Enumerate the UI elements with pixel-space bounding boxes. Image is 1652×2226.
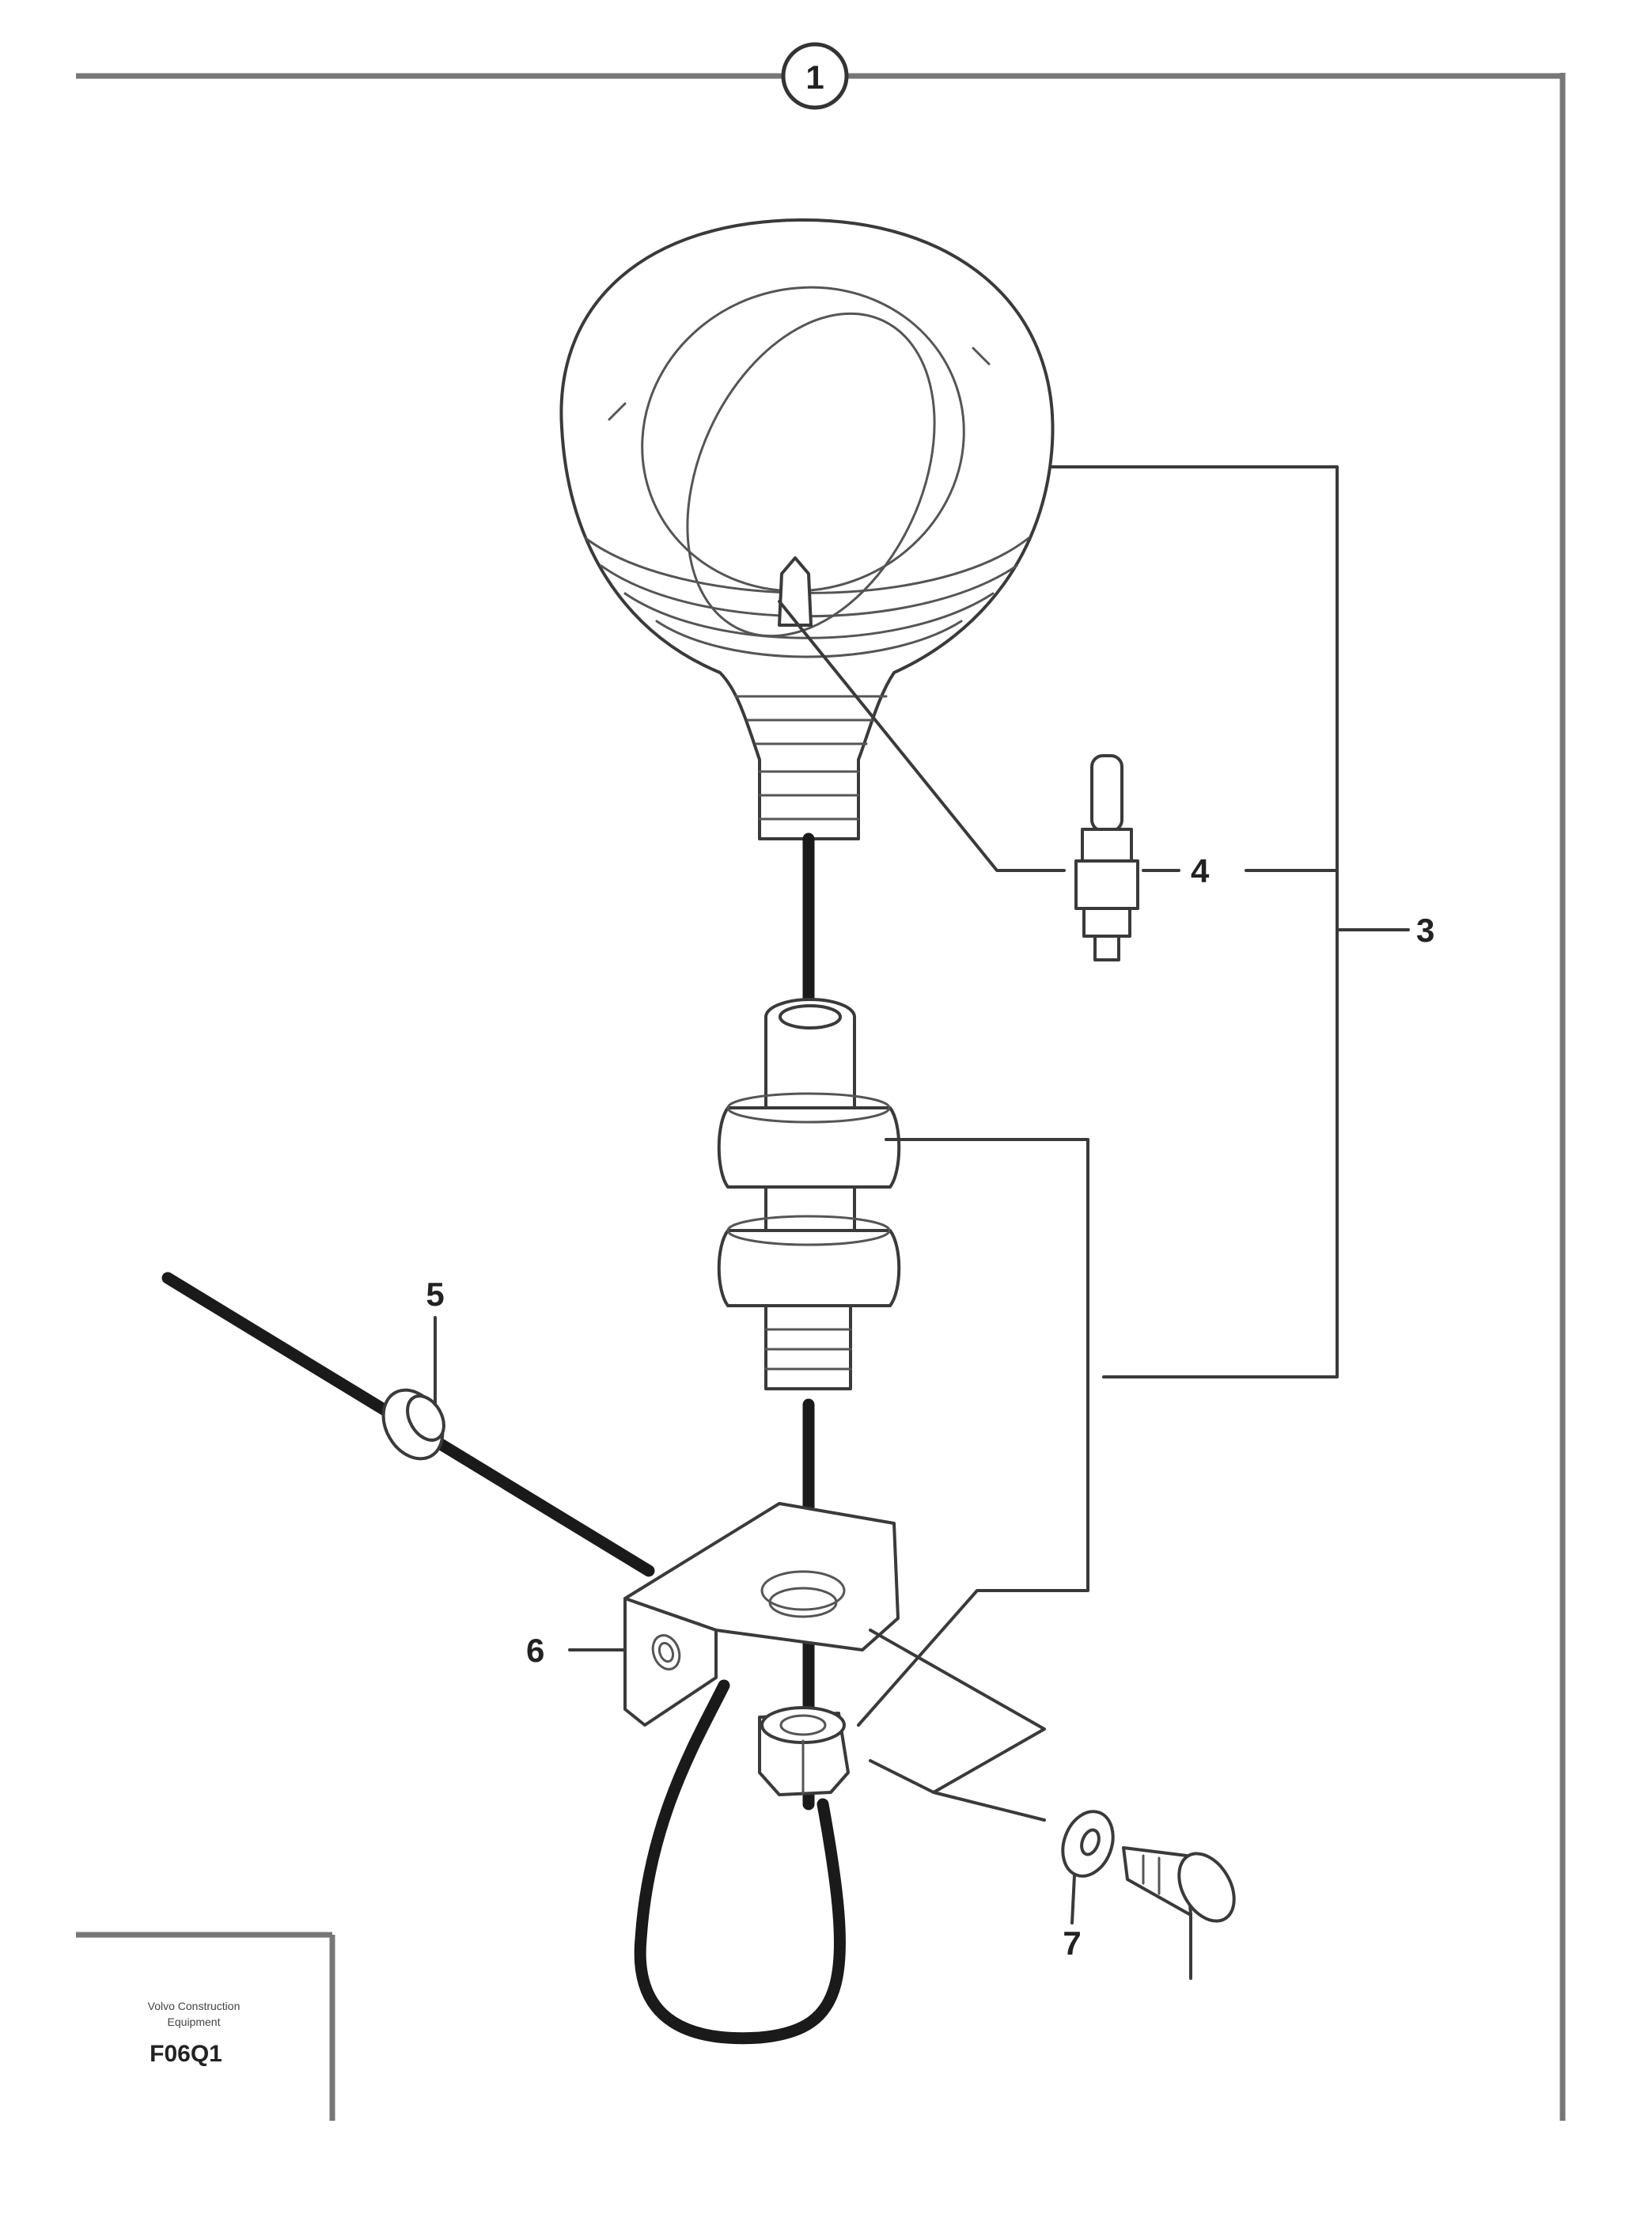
callout-5: 6 <box>526 1632 544 1669</box>
connector-assembly <box>717 998 901 1390</box>
title-caption-line1: Volvo Construction <box>148 2000 241 2012</box>
mounting-bracket <box>623 1502 900 1727</box>
grommet <box>381 1388 445 1461</box>
callout-2: 3 <box>1416 912 1434 949</box>
callout-6: 7 <box>1063 1925 1081 1962</box>
cable-loop <box>634 1679 846 2045</box>
hex-nut <box>758 1706 850 1796</box>
callout-labels: 3 4 5 6 7 <box>426 852 1434 1962</box>
washer <box>1061 1810 1115 1878</box>
leader-lines <box>434 465 1410 1980</box>
callout-4: 5 <box>426 1276 444 1313</box>
callout-3: 4 <box>1191 852 1210 889</box>
figure-code: F06Q1 <box>150 2041 222 2067</box>
screw <box>1122 1846 1236 1923</box>
view-marker: 1 <box>781 42 849 110</box>
beacon-dome <box>559 218 1055 840</box>
bulb <box>1074 754 1139 961</box>
title-caption-line2: Equipment <box>168 2016 221 2028</box>
drawing-frame <box>76 73 1566 2121</box>
view-number: 1 <box>805 59 824 96</box>
title-block: Volvo Construction Equipment F06Q1 <box>76 1932 335 2121</box>
